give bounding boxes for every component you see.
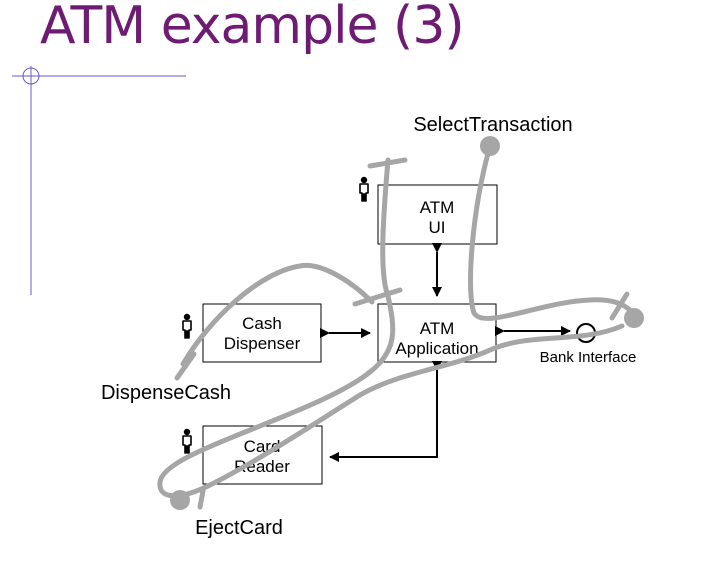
cash-dispenser-line1: Cash: [242, 314, 282, 333]
select-transaction-label: SelectTransaction: [413, 114, 572, 136]
application-reader-connector: [329, 361, 442, 462]
cash-dispenser-line2: Dispenser: [224, 334, 301, 353]
path-start-dot-icon: [624, 308, 644, 328]
atm-application-line1: ATM: [420, 319, 455, 338]
actor-icon: [359, 176, 369, 202]
dispense-cash-path: [180, 262, 375, 367]
connectors: [320, 243, 571, 462]
actor-icon: [182, 313, 192, 339]
dispense-cash-label: DispenseCash: [101, 382, 231, 404]
select-transaction-path: [468, 143, 637, 323]
path-end-bars: [174, 157, 630, 510]
path-end-bar-icon: [352, 287, 403, 307]
atm-ui-line2: UI: [429, 218, 446, 237]
bank-interface-label: Bank Interface: [540, 349, 637, 366]
path-start-dot-icon: [480, 136, 500, 156]
path-start-dot-icon: [170, 490, 190, 510]
path-end-bar-icon: [609, 291, 630, 321]
use-case-path: [157, 143, 637, 499]
path-end-bar-icon: [197, 488, 206, 510]
ui-to-reader-path: [157, 157, 625, 499]
eject-card-label: EjectCard: [195, 517, 283, 539]
path-end-bar-icon: [367, 157, 408, 169]
actor-icon: [182, 428, 192, 454]
atm-application-line2: Application: [395, 339, 478, 358]
path-end-bar-icon: [174, 351, 197, 381]
title-decoration: [12, 66, 186, 295]
atm-ui-line1: ATM: [420, 198, 455, 217]
slide-title: ATM example (3): [40, 0, 465, 56]
